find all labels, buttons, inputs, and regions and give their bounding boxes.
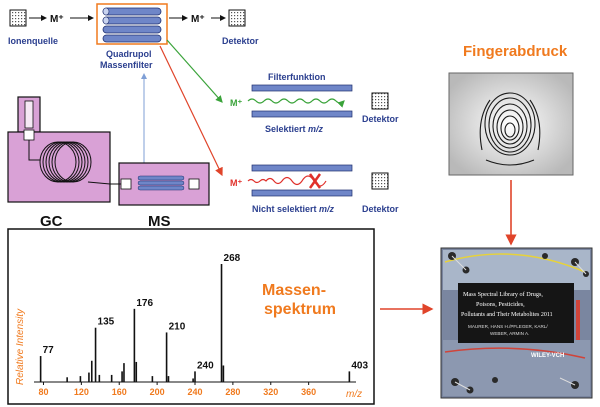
- y-axis-label: Relative Intensity: [15, 308, 26, 385]
- selected-ion-wave: [247, 98, 345, 108]
- x-tick-label: 160: [112, 387, 127, 397]
- fingerprint-icon: [479, 92, 541, 166]
- gc-column-line: [28, 140, 40, 161]
- ms-quadrupole-rod: [137, 175, 185, 181]
- gc-injector-port: [23, 129, 35, 141]
- peak-label: 403: [351, 360, 368, 371]
- library-book-cover: Mass Spectral Library of Drugs, Poisons,…: [440, 247, 593, 399]
- ion-in-label: M⁺: [50, 14, 64, 25]
- peak-label: 135: [98, 317, 115, 328]
- filter-rod-top: [251, 84, 353, 92]
- book-accent-bar: [576, 300, 580, 340]
- ion-source-label: Ionenquelle: [8, 36, 58, 46]
- ms-quadrupole-rod: [137, 180, 185, 186]
- book-publisher: WILEY-VCH: [531, 353, 564, 359]
- gc-column-coil: [39, 141, 92, 183]
- book-title-line: Pollutants and Their Metabolites 2011: [461, 312, 553, 318]
- peak-label: 240: [197, 360, 214, 371]
- ion-out-label: M⁺: [191, 14, 205, 25]
- book-title-line: Poisons, Pesticides,: [476, 301, 525, 308]
- ms-label: MS: [148, 213, 171, 230]
- x-axis-label: m/z: [346, 389, 362, 400]
- detector-box-top: [228, 9, 246, 27]
- ion-source-box: [9, 9, 27, 27]
- quadrupole-rod: [102, 16, 162, 25]
- fingerprint-frame: [448, 72, 574, 176]
- book-author-line: WEBER, ARMIN A.: [490, 331, 529, 336]
- fingerprint-title: Fingerabdruck: [463, 43, 568, 60]
- rejected-detector-label: Detektor: [362, 204, 399, 214]
- arrow-to-rejected-panel: [159, 45, 223, 177]
- quadrupole-label-line1: Quadrupol: [106, 49, 152, 59]
- spectrum-box: [7, 228, 375, 405]
- rejected-ion-wave: [247, 175, 327, 187]
- quadrupole-rod-end: [102, 7, 110, 16]
- book-curve-decor: [444, 253, 586, 273]
- detector-label-top: Detektor: [222, 36, 259, 46]
- peak-label: 77: [43, 345, 55, 356]
- rejected-filter-panel: M⁺ Nicht selektiert m/z Detektor: [230, 164, 399, 214]
- filter-rod-bottom: [251, 189, 353, 197]
- quadrupole-mass-filter: Quadrupol Massenfilter: [96, 3, 168, 70]
- filter-rod-bottom: [251, 110, 353, 118]
- spectrum-title-line2: spektrum: [264, 301, 336, 318]
- ion-source: Ionenquelle: [8, 9, 58, 46]
- x-tick-label: 80: [38, 387, 48, 397]
- x-tick-label: 280: [225, 387, 240, 397]
- arrow-to-selected-panel: [166, 39, 223, 103]
- x-tick-label: 320: [263, 387, 278, 397]
- x-tick-label: 120: [74, 387, 89, 397]
- rejected-ion-label: M⁺: [230, 178, 242, 188]
- x-tick-label: 240: [187, 387, 202, 397]
- mass-spectrum-plot: 80 120 160 200 240 280 320 360 77 135 176 210 240 268…: [34, 253, 368, 397]
- blocked-x-icon: [308, 173, 322, 189]
- quadrupole-rod: [102, 7, 162, 16]
- book-author-line: MAURER, HANS H./PFLEGER, KARL/: [468, 324, 548, 329]
- book-curve-decor: [444, 347, 586, 359]
- detector-box-rejected: [371, 172, 389, 190]
- selected-detector-label: Detektor: [362, 114, 399, 124]
- filter-function-title: Filterfunktion: [268, 72, 326, 82]
- x-tick-label: 360: [301, 387, 316, 397]
- quadrupole-rod: [102, 25, 162, 34]
- selected-ion-label: M⁺: [230, 98, 242, 108]
- peak-label: 210: [169, 321, 186, 332]
- ms-unit: MS: [110, 162, 210, 230]
- gc-label: GC: [40, 213, 63, 230]
- molecule-bonds: [451, 255, 587, 391]
- detector-box-selected: [371, 92, 389, 110]
- x-tick-label: 200: [150, 387, 165, 397]
- quadrupole-label-line2: Massenfilter: [100, 60, 153, 70]
- peak-label: 268: [224, 253, 241, 264]
- selected-caption: Selektiert m/z: [265, 124, 324, 134]
- rejected-caption: Nicht selektiert m/z: [252, 204, 335, 214]
- selected-filter-panel: M⁺ Selektiert m/z Detektor: [230, 84, 399, 134]
- ms-quadrupole-rod: [137, 185, 185, 191]
- peak-label: 176: [136, 298, 153, 309]
- quadrupole-rod-end: [102, 16, 110, 25]
- gc-injector-inner: [24, 100, 34, 129]
- quadrupole-rod: [102, 34, 162, 43]
- ms-ion-source-box: [120, 178, 132, 190]
- spectrum-title-line1: Massen-: [262, 282, 326, 299]
- filter-rod-top: [251, 164, 353, 172]
- gc-oven-body: [7, 131, 111, 203]
- fingerprint-card: [448, 72, 574, 176]
- ms-detector-box: [188, 178, 200, 190]
- book-title-line: Mass Spectral Library of Drugs,: [463, 291, 543, 298]
- book-title-panel: [458, 283, 574, 343]
- gc-oven: GC: [7, 96, 111, 230]
- gc-transfer-line: [87, 181, 111, 185]
